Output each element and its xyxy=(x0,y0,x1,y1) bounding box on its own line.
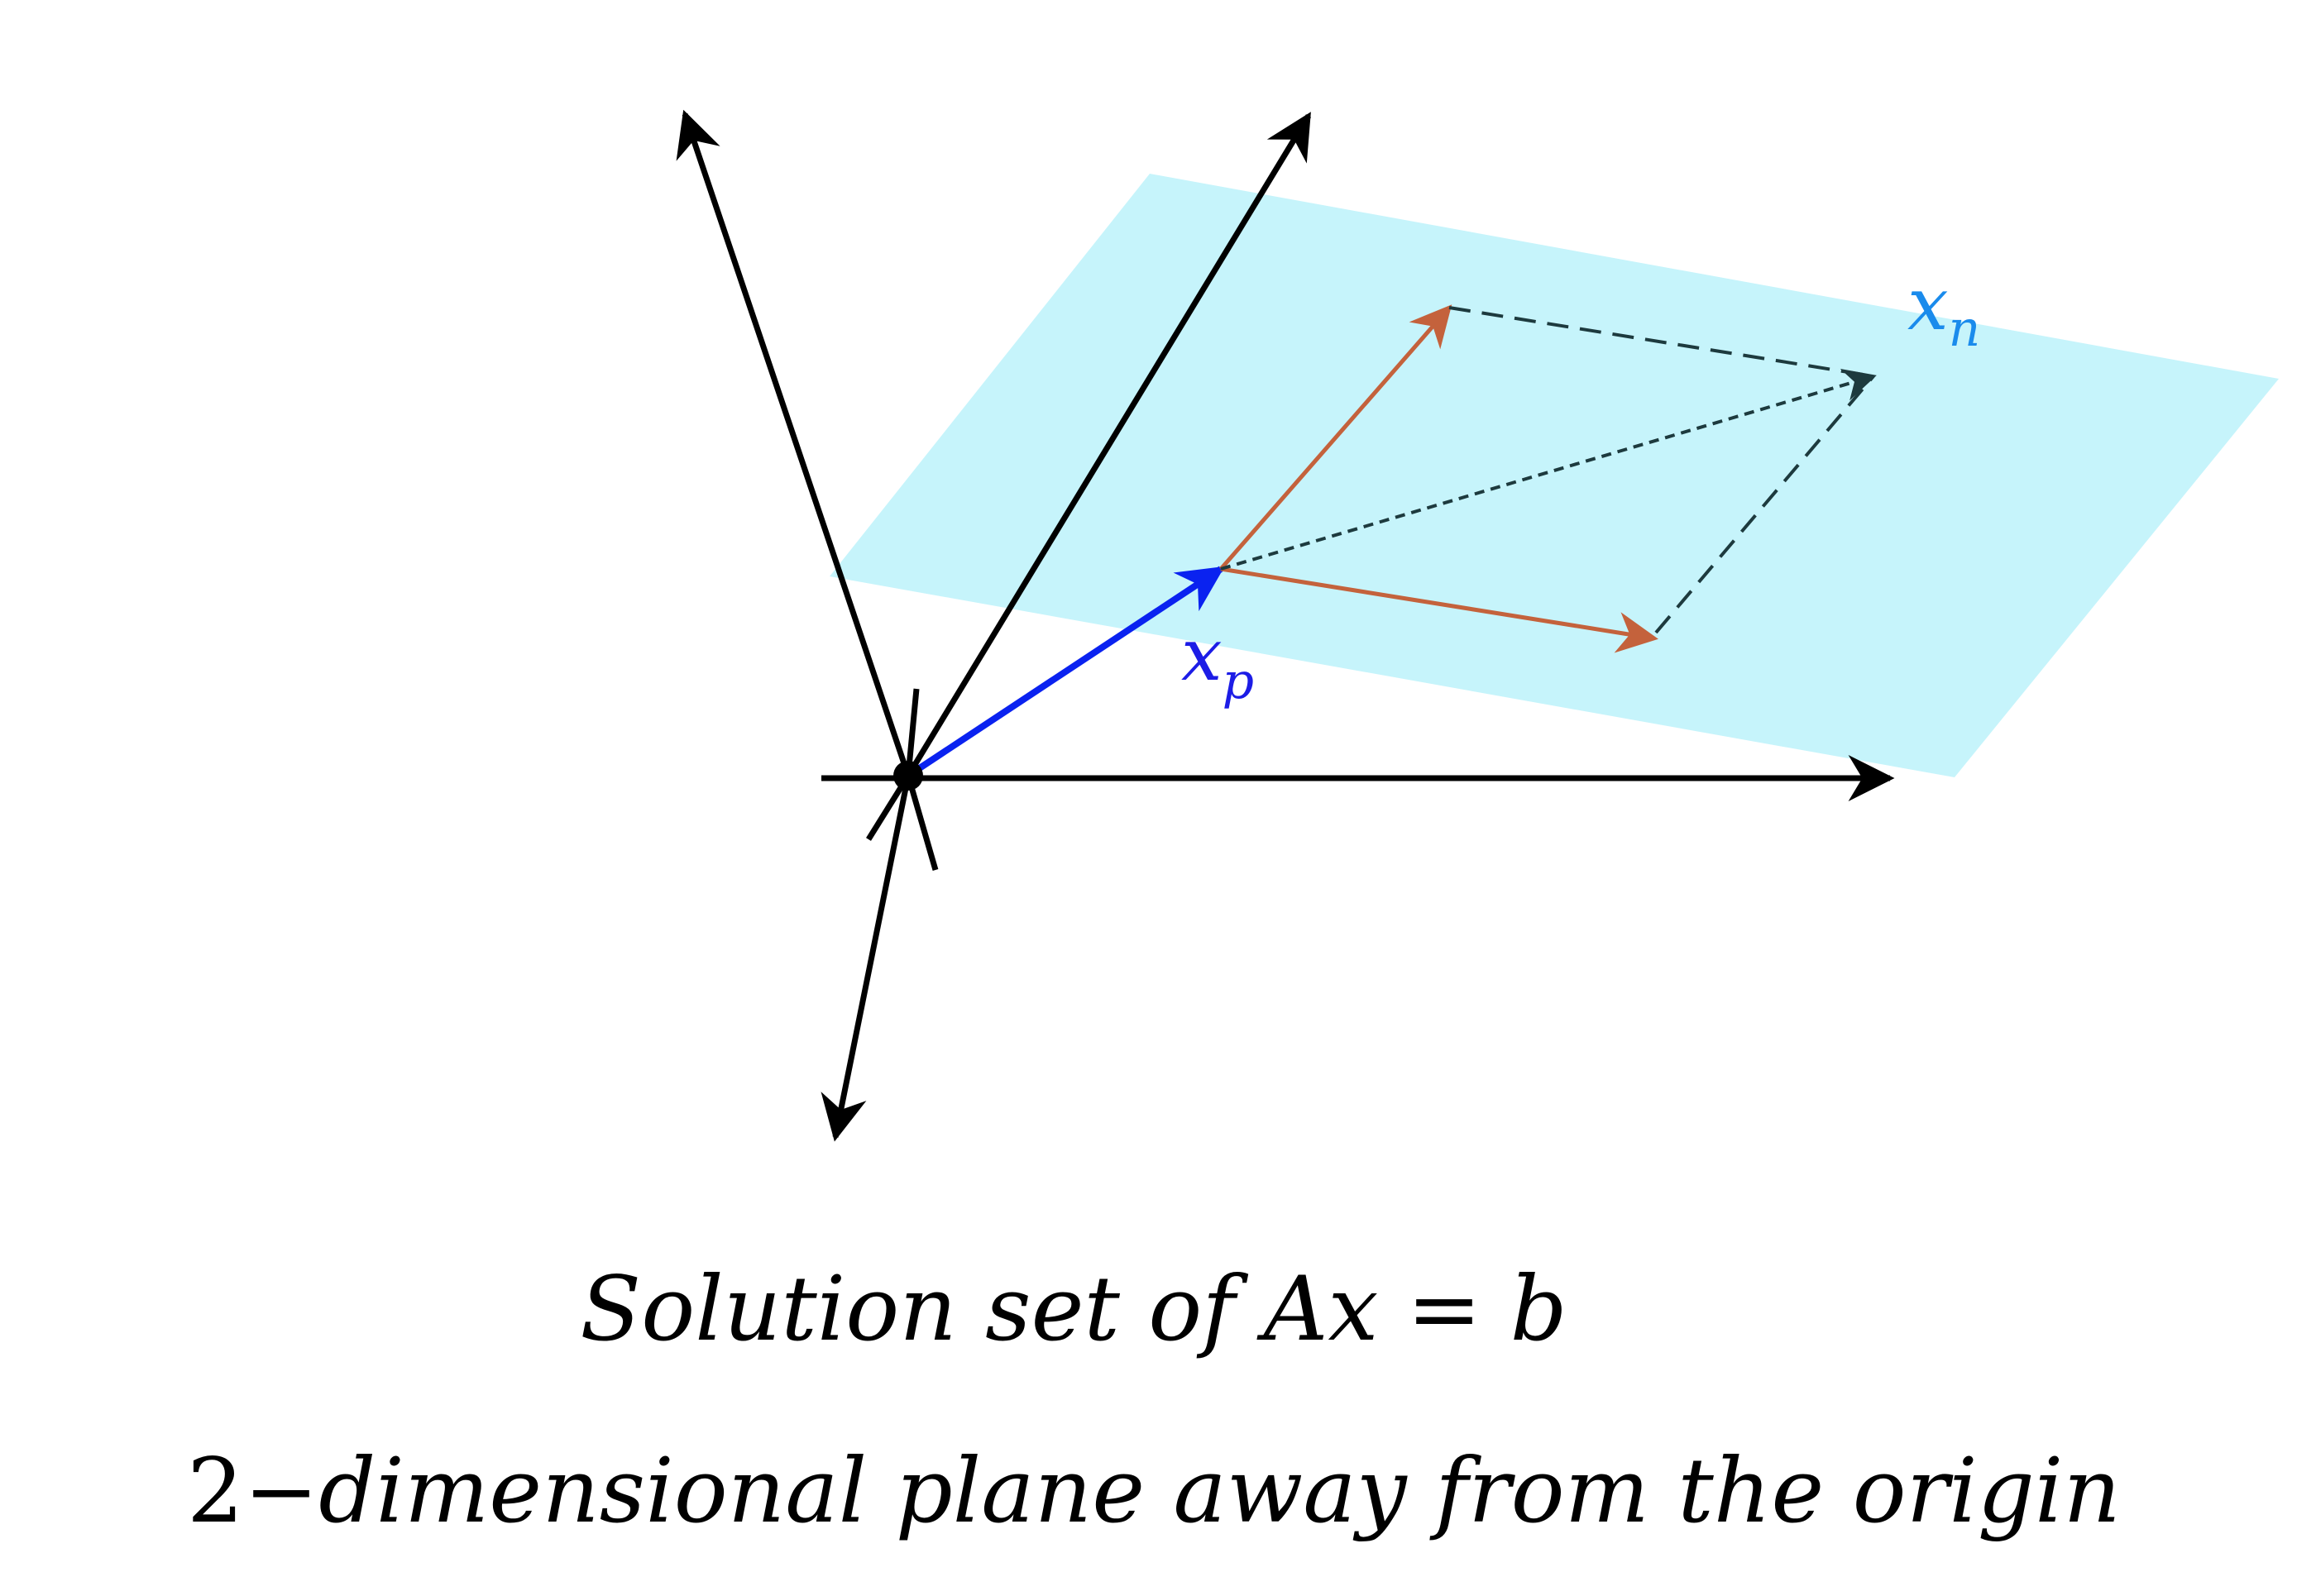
caption-line-2: 2−dimensional plane away from the origin xyxy=(187,1440,2121,1543)
label-xn-sub: n xyxy=(1949,300,1981,358)
label-xp: xp xyxy=(1181,612,1254,710)
caption-line-1: Solution set of Ax = b xyxy=(580,1258,1567,1361)
axis-upper-left xyxy=(676,109,912,777)
label-xn-main: x xyxy=(1907,261,1949,346)
axis-tick-b xyxy=(905,775,939,871)
label-xp-main: x xyxy=(1181,612,1223,697)
solution-plane xyxy=(830,174,2279,777)
caption-line-2-text: −dimensional plane away from the origin xyxy=(244,1440,2121,1543)
null-vector-2 xyxy=(1220,566,1658,653)
parallelogram-edge-top xyxy=(1448,306,1874,378)
particular-vector-xp xyxy=(906,566,1225,779)
caption-line-2-number: 2 xyxy=(187,1440,244,1543)
null-sum-vector xyxy=(1220,369,1877,571)
label-xp-sub: p xyxy=(1223,652,1254,710)
null-vector-1 xyxy=(1219,304,1452,571)
origin-dot-icon xyxy=(893,761,923,791)
parallelogram-edge-right xyxy=(1654,375,1875,634)
label-xn: xn xyxy=(1907,261,1980,358)
axis-upper-right xyxy=(906,112,1311,777)
axis-down xyxy=(821,775,912,1142)
